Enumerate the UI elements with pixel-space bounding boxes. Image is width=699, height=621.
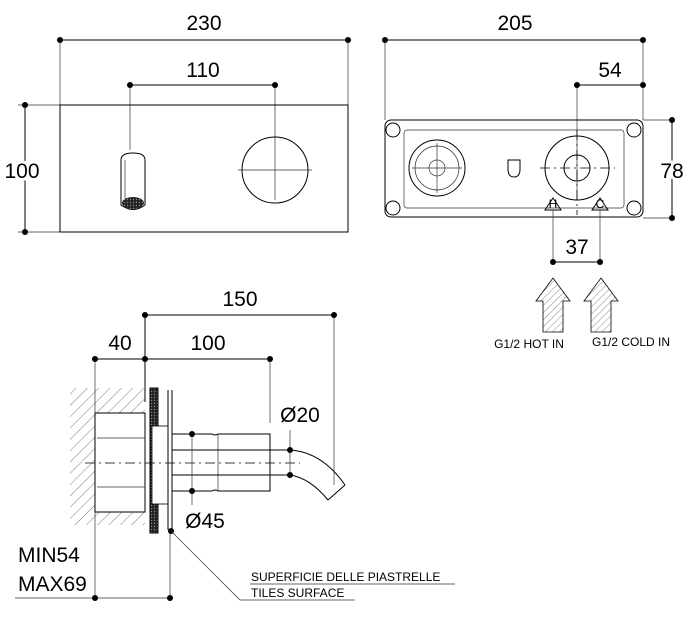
box-width-dimension: 205 bbox=[497, 12, 532, 35]
rosette-diameter: Ø45 bbox=[185, 510, 225, 533]
offset-dimension: 54 bbox=[598, 59, 622, 82]
tiles-surface-label-en: TILES SURFACE bbox=[251, 586, 344, 600]
cold-inlet-arrow-icon bbox=[583, 277, 619, 333]
front-plate bbox=[59, 104, 349, 233]
rosette bbox=[172, 433, 271, 492]
brand-logo-icon bbox=[507, 159, 521, 178]
inlet-spacing-dimension: 37 bbox=[565, 236, 588, 259]
tiles-surface-label-it: SUPERFICIE DELLE PIASTRELLE bbox=[251, 570, 440, 584]
max-depth: MAX69 bbox=[18, 573, 87, 596]
min-depth: MIN54 bbox=[18, 544, 80, 567]
spout-outline bbox=[120, 152, 146, 210]
spout-diameter: Ø20 bbox=[280, 404, 320, 427]
spout-aerator bbox=[122, 197, 144, 209]
cold-marker: C bbox=[596, 197, 605, 211]
hot-marker: H bbox=[549, 197, 558, 211]
side-view: 150 40 100 Ø20 Ø45 MIN54 MAX69 bbox=[15, 288, 455, 601]
depth-dimension: 40 bbox=[108, 332, 131, 355]
height-dimension: 100 bbox=[4, 160, 39, 183]
cold-inlet-label: G1/2 COLD IN bbox=[592, 335, 670, 349]
box-height-dimension: 78 bbox=[660, 160, 683, 183]
width-dimension: 230 bbox=[186, 12, 221, 35]
concealed-body bbox=[94, 412, 146, 513]
hot-inlet-label: G1/2 HOT IN bbox=[494, 337, 564, 351]
projection-dimension: 150 bbox=[222, 288, 257, 311]
hot-inlet-arrow-icon bbox=[535, 277, 571, 333]
back-view: 205 54 78 H C 37 G1/2 HOT bbox=[382, 12, 687, 351]
diverter-valve bbox=[408, 139, 466, 197]
spacing-dimension: 110 bbox=[186, 59, 219, 82]
front-view: 230 110 100 bbox=[1, 12, 351, 235]
spout-length-dimension: 100 bbox=[190, 332, 225, 355]
